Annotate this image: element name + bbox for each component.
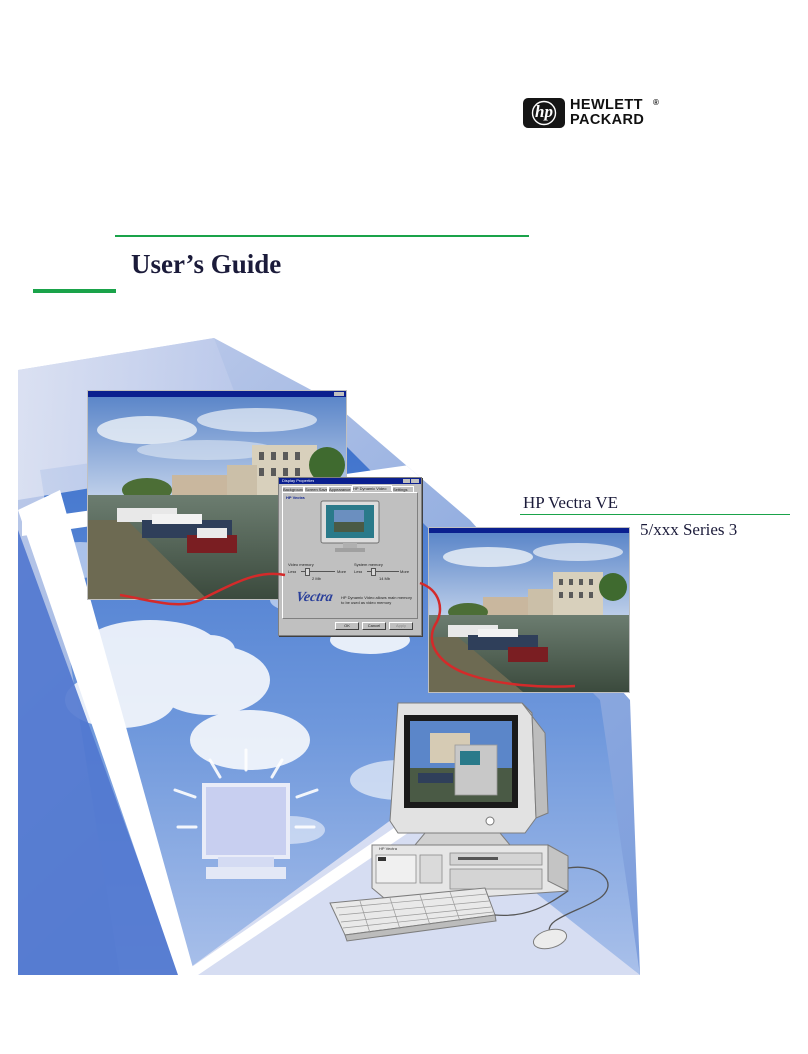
display-properties-dialog: Display Properties Background Screen Sav… [278,477,422,636]
apply-button[interactable]: Apply [389,622,413,630]
dialog-title: Display Properties [282,478,315,483]
hp-logo-mark [523,98,565,128]
title-top-rule [115,235,529,237]
tab-settings[interactable]: Settings [392,486,414,492]
video-memory-label: Video memory [288,562,314,567]
tab-background[interactable]: Background [282,486,304,492]
video-memory-max: More [337,569,347,574]
computer-badge: HP Vectra [379,847,397,851]
tab-panel [282,492,418,619]
small-photo-window [428,527,630,693]
cancel-button[interactable]: Cancel [362,622,386,630]
tab-hp-dynamic-video[interactable]: HP Dynamic Video [352,485,392,491]
dynamic-video-note: HP Dynamic Video allows main memory to b… [341,595,412,605]
tab-appearance[interactable]: Appearance [328,486,352,492]
hp-logo-glyph: hp [535,102,553,121]
system-memory-thumb[interactable] [371,568,376,576]
desktop-computer-illustration [329,702,609,950]
close-button[interactable] [411,479,419,483]
video-memory-thumb[interactable] [305,568,310,576]
system-memory-min: Less [354,569,363,574]
hp-logo: hp HEWLETT ® PACKARD [523,98,663,132]
registered-mark: ® [653,98,660,107]
glowing-monitor-icon [173,748,319,879]
system-memory-track[interactable] [367,571,399,572]
monitor-preview [320,500,380,552]
dialog-titlebar [279,478,421,484]
ok-button[interactable]: OK [335,622,359,630]
video-memory-value: 2 Mb [312,576,321,581]
product-name: HP Vectra VE [523,493,619,512]
system-memory-value: 14 Mb [379,576,391,581]
title-accent-bar [33,289,116,293]
page-title: User’s Guide [131,249,282,279]
hewlett-text: HEWLETT [570,97,643,113]
help-button[interactable] [403,479,410,483]
product-rule [520,514,790,515]
tab-screen-saver[interactable]: Screen Saver [304,486,328,492]
group-label: HP Vectra [286,495,305,500]
video-memory-track[interactable] [301,571,335,572]
packard-text: PACKARD [570,112,645,128]
video-memory-min: Less [288,569,297,574]
product-series: 5/xxx Series 3 [640,520,738,539]
system-memory-max: More [400,569,410,574]
system-memory-label: System memory [354,562,383,567]
